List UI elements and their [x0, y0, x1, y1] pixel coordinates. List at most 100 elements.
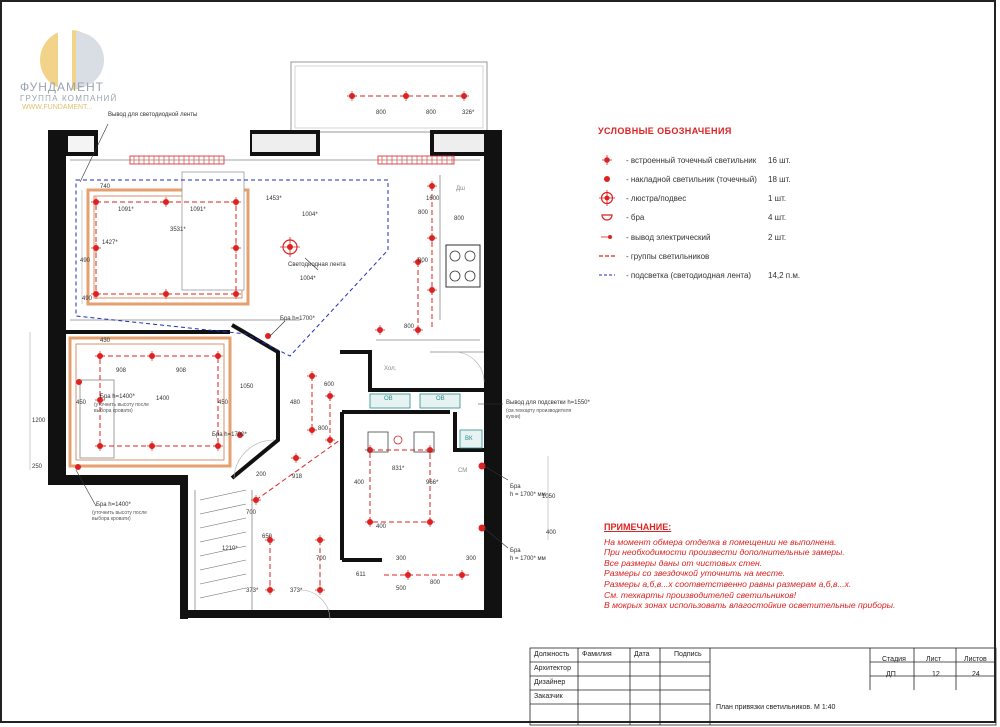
balcony-inner [294, 65, 484, 129]
spotlight-cross [413, 325, 423, 335]
dimension-lines [29, 190, 549, 540]
closet-hanger-line [199, 573, 247, 585]
spotlight-cross [147, 351, 157, 361]
stove-burners [449, 250, 476, 282]
legend-row: - вывод электрический 2 шт. [598, 231, 978, 245]
stamp-col-position: Должность [534, 651, 570, 658]
dim-48: 600 [324, 382, 335, 388]
spotlight-cross [375, 325, 385, 335]
spotlight-cross [307, 425, 317, 435]
spotlight-cross [147, 441, 157, 451]
spotlight-cross [365, 517, 375, 527]
legend-text: - накладной светильник (точечный) [626, 175, 757, 184]
ceiling-box-bedroom [68, 336, 232, 468]
kitchen-outlet-note: (см.техкарту производителя кухни) [506, 408, 572, 420]
dim-17: 326* [462, 110, 475, 116]
legend-qty: 4 шт. [768, 213, 787, 222]
dim-22: 450 [218, 400, 229, 406]
door-swings [233, 351, 485, 621]
spotlight-cross [265, 535, 275, 545]
closet-hanger-line [199, 545, 247, 557]
dim-24: 480 [290, 400, 301, 406]
sconce-label-d: Бра h=1400* [96, 502, 131, 508]
dim-38: 300 [466, 556, 477, 562]
legend-row: - группы светильников [598, 250, 978, 264]
dim-41: 611 [356, 572, 366, 578]
legend-qty: 1 шт. [768, 194, 787, 203]
company-logo-icon [40, 28, 104, 92]
balcony-outline [290, 61, 488, 133]
inner-lines [70, 159, 484, 610]
dim-25: 800 [318, 426, 329, 432]
bath-sconce-a-label: Бра [510, 484, 521, 490]
note-line: На момент обмера отделка в помещении не … [604, 536, 837, 547]
spotlight-cross [403, 570, 413, 580]
spotlight-cross [231, 289, 241, 299]
spotlight-cross [315, 535, 325, 545]
dim-40: 500 [396, 586, 407, 592]
dim-34: 400 [354, 480, 365, 486]
dim-37: 300 [396, 556, 407, 562]
fridge-label: Хол. [384, 366, 397, 372]
spotlight-cross [365, 445, 375, 455]
spotlight-cross [213, 441, 223, 451]
dim-49: 650 [262, 534, 273, 540]
legend-row: - подсветка (светодиодная лента) 14,2 п.… [598, 269, 978, 283]
spotlight-cross [231, 197, 241, 207]
sconce-label-c-note: (уточнить высоту после выбора кровати) [94, 402, 149, 414]
legend-qty: 16 шт. [768, 156, 791, 165]
dim-1: 1091* [118, 207, 134, 213]
leader-lines [75, 123, 509, 549]
dim-29: 700 [316, 556, 327, 562]
logo-url: WWW.FUNDAMENT... [22, 104, 93, 111]
spotlight-cross [161, 197, 171, 207]
dim-33: 831* [392, 466, 405, 472]
dim-46: 490 [82, 296, 93, 302]
stamp-title: План привязки светильников. М 1:40 [716, 704, 836, 711]
dim-7: 1453* [266, 196, 282, 202]
dim-42: 1200 [32, 418, 46, 424]
dim-45: 400 [546, 530, 557, 536]
legend: УСЛОВНЫЕ ОБОЗНАЧЕНИЯ - встроенный точечн… [598, 126, 978, 280]
spotlight-cross [459, 91, 469, 101]
dim-31: 373* [246, 588, 259, 594]
bath-fixtures [367, 393, 483, 453]
dishwasher-label: Дш [456, 186, 465, 192]
dim-23: 1050 [240, 384, 254, 390]
ov-label-1: ОВ [384, 396, 393, 402]
spotlight-cross [427, 181, 437, 191]
ceiling-box-bedroom-inner [75, 343, 225, 461]
washer-label: СМ [458, 468, 468, 474]
logo-subtitle: ГРУППА КОМПАНИЙ [20, 94, 118, 103]
stamp-sheets: 24 [972, 671, 980, 678]
stamp-col-sign: Подпись [674, 651, 702, 658]
chandelier-icon [280, 237, 300, 257]
dim-11: 1600 [426, 196, 440, 202]
spotlight-cross [95, 441, 105, 451]
dim-44: 1050 [542, 494, 556, 500]
spotlight-cross [315, 585, 325, 595]
legend-text: - встроенный точечный светильник [626, 156, 757, 165]
legend-text: - бра [626, 213, 645, 222]
closet-hanger-line [199, 531, 247, 543]
stamp-row-designer: Дизайнер [534, 679, 566, 686]
dim-12: 800 [454, 216, 465, 222]
spotlight-cross [95, 395, 105, 405]
stamp-row-client: Заказчик [534, 693, 563, 700]
vk-label: ВК [465, 436, 473, 442]
bed [79, 379, 115, 459]
stamp-stage-label: Стадия [882, 656, 906, 663]
bath-sconce-b-label: Бра [510, 548, 521, 554]
dim-30: 1210* [222, 546, 238, 552]
dim-20: 1400 [156, 396, 170, 402]
stamp-stage: ДП [886, 671, 896, 678]
closet-hanger-line [199, 489, 247, 501]
spotlight-cross [425, 517, 435, 527]
note-line: Размеры со звездочкой уточнить на месте. [604, 568, 786, 579]
spotlight-cross [307, 371, 317, 381]
dim-18: 908 [116, 368, 127, 374]
dim-16: 800 [426, 110, 437, 116]
notes-title: ПРИМЕЧАНИЕ: [604, 522, 672, 532]
